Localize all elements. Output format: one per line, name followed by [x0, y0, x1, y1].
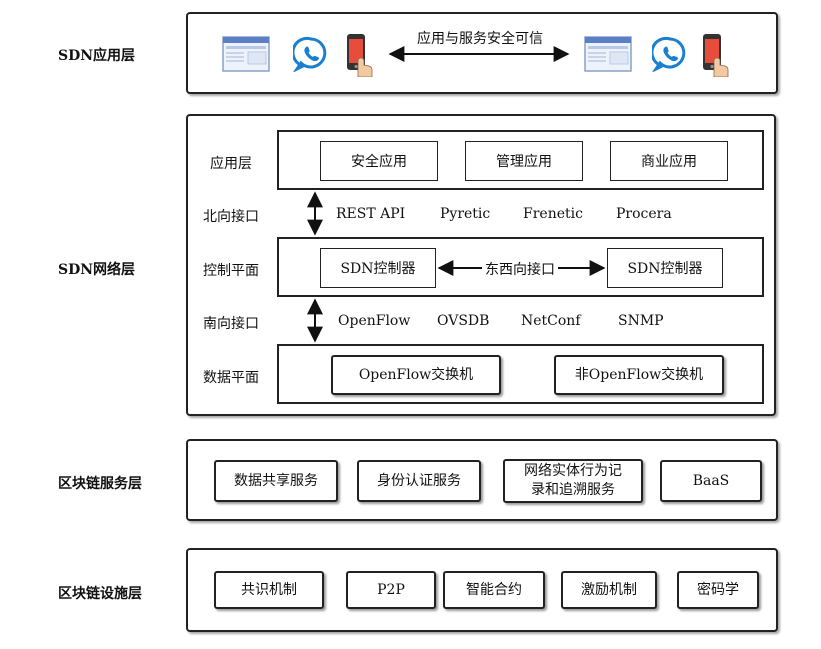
security-app-box: 安全应用: [320, 141, 438, 181]
sdn-controller-box-left: SDN控制器: [320, 248, 436, 288]
identity-auth-service-box: 身份认证服务: [357, 460, 481, 502]
northbound-api-frenetic: Frenetic: [523, 206, 583, 222]
southbound-protocol-snmp: SNMP: [618, 313, 664, 329]
cryptography-box: 密码学: [677, 571, 759, 609]
data-sharing-service-box: 数据共享服务: [214, 460, 338, 502]
whatsapp-icon: [291, 36, 329, 73]
p2p-box: P2P: [346, 571, 436, 609]
southbound-protocol-netconf: NetConf: [521, 313, 581, 329]
southbound-protocol-openflow: OpenFlow: [338, 313, 411, 329]
smart-contract-box: 智能合约: [443, 571, 545, 609]
east-west-label: 东西向接口: [482, 259, 558, 279]
baas-box: BaaS: [660, 460, 762, 502]
layer-label-blockchain-infra: 区块链设施层: [58, 586, 142, 602]
sdn-controller-box-right: SDN控制器: [607, 248, 723, 288]
consensus-box: 共识机制: [214, 571, 324, 609]
trust-label: 应用与服务安全可信: [417, 31, 543, 47]
behavior-tracing-service-box: 网络实体行为记 录和追溯服务: [503, 459, 643, 503]
northbound-api-rest: REST API: [336, 206, 406, 222]
layer-label-sdn-app: SDN应用层: [58, 48, 136, 64]
browser-window-icon: [584, 36, 632, 72]
row-label-control: 控制平面: [203, 263, 259, 279]
sdn-app-layer-panel: [186, 12, 778, 94]
row-label-southbound: 南向接口: [203, 316, 259, 332]
row-label-app: 应用层: [210, 156, 252, 172]
southbound-protocol-ovsdb: OVSDB: [437, 313, 490, 329]
non-openflow-switch-box: 非OpenFlow交换机: [554, 355, 724, 395]
northbound-api-procera: Procera: [616, 206, 672, 222]
northbound-api-pyretic: Pyretic: [440, 206, 491, 222]
smartphone-touch-icon: [700, 33, 730, 78]
smartphone-touch-icon: [344, 33, 374, 78]
layer-label-sdn-network: SDN网络层: [58, 262, 136, 278]
business-app-box: 商业应用: [610, 141, 728, 181]
management-app-box: 管理应用: [465, 141, 583, 181]
browser-window-icon: [222, 36, 270, 72]
layer-label-blockchain-service: 区块链服务层: [58, 476, 142, 492]
incentive-box: 激励机制: [561, 571, 657, 609]
row-label-northbound: 北向接口: [203, 209, 259, 225]
row-label-data: 数据平面: [203, 370, 259, 386]
whatsapp-icon: [650, 36, 688, 73]
openflow-switch-box: OpenFlow交换机: [331, 355, 501, 395]
